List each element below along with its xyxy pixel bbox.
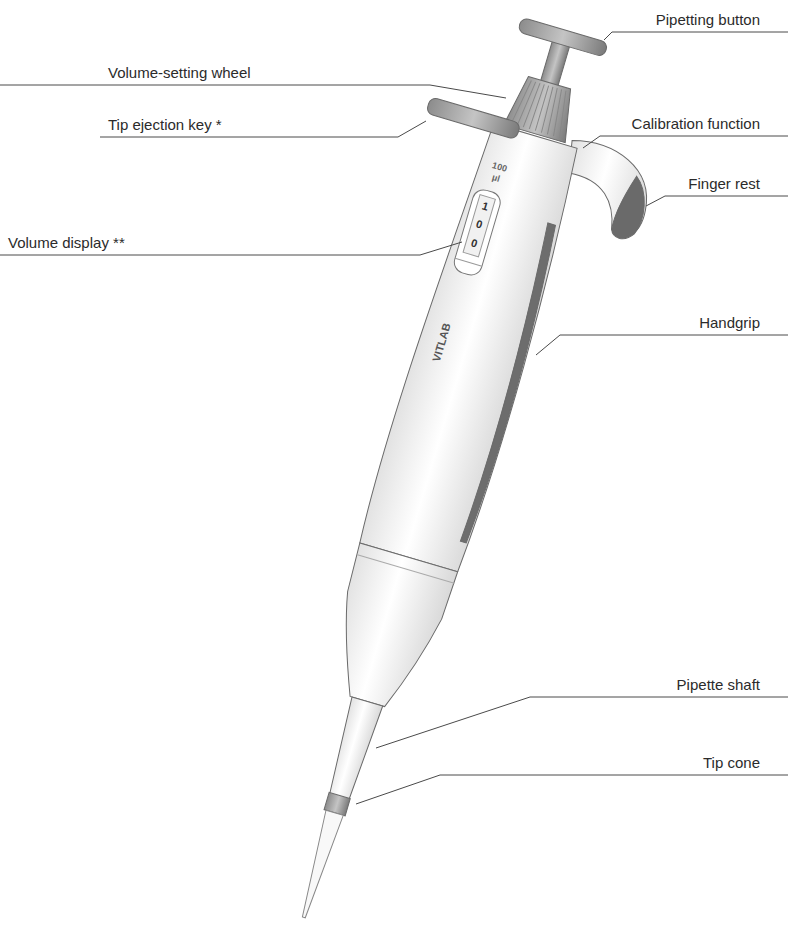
part-label: Volume-setting wheel: [108, 64, 251, 82]
part-label: Tip ejection key *: [108, 116, 222, 134]
pipette-tip: [295, 810, 343, 920]
part-label: Volume display **: [8, 234, 125, 252]
pipette-body: [357, 120, 587, 573]
part-label: Pipetting button: [656, 11, 760, 29]
leader-line: [583, 136, 788, 148]
shaft-collar: [317, 543, 457, 716]
leader-line: [0, 85, 506, 98]
leader-line: [646, 196, 788, 206]
volume-display: [452, 187, 503, 277]
part-label: Tip cone: [703, 754, 760, 772]
leader-line: [604, 32, 788, 40]
part-label: Finger rest: [688, 175, 760, 193]
pipetting-button: [518, 17, 609, 57]
finger-rest-tip: [609, 174, 653, 243]
part-label: Calibration function: [632, 115, 760, 133]
pipette-shaft: [324, 697, 383, 802]
leader-line: [536, 335, 788, 355]
tip-ejection-key: [426, 97, 521, 140]
part-label: Handgrip: [699, 314, 760, 332]
leader-line: [376, 697, 788, 748]
leader-line: [356, 775, 788, 804]
part-label: Pipette shaft: [677, 676, 760, 694]
display-counter: [463, 195, 495, 257]
